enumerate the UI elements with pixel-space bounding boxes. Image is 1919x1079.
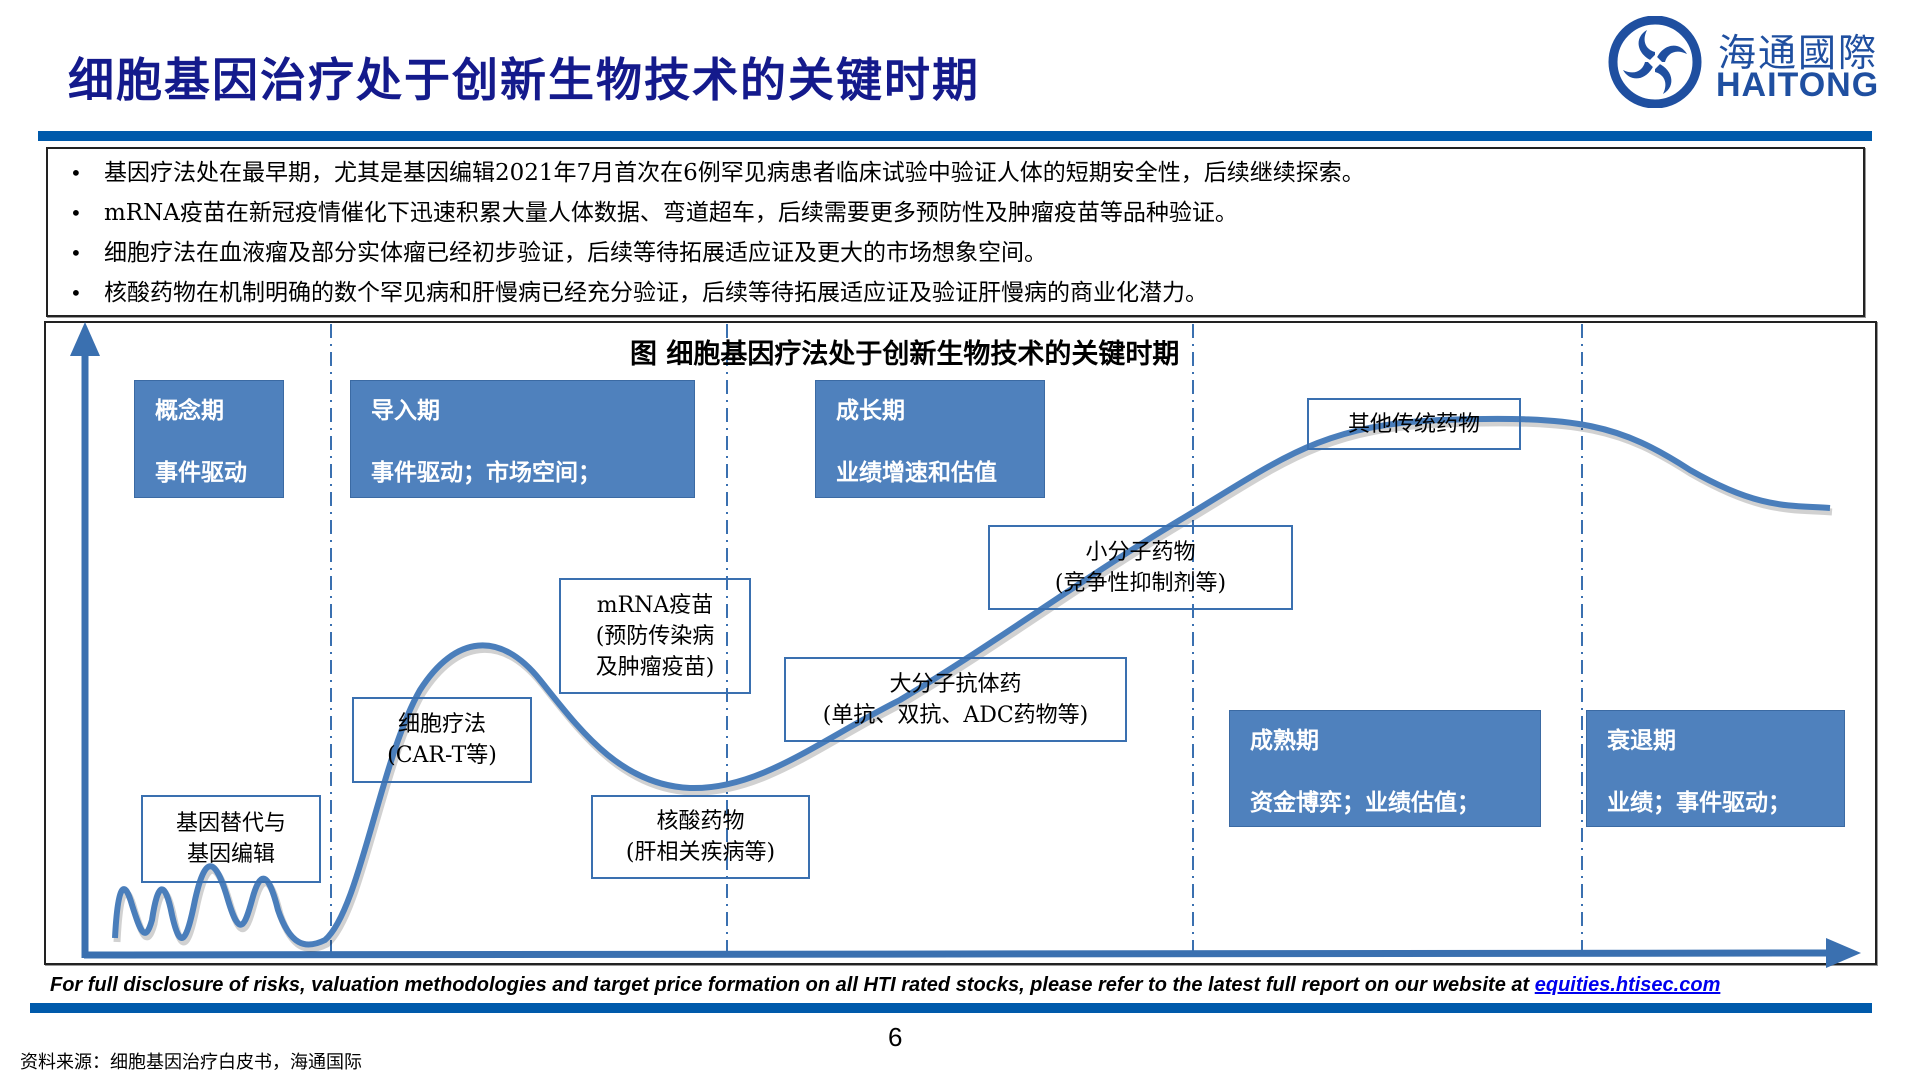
tech-label: 细胞疗法: [397, 712, 486, 737]
phase-box-introduction: 导入期 事件驱动；市场空间；: [350, 380, 695, 498]
phase-box-maturity: 成熟期 资金博弈；业绩估值；: [1229, 710, 1541, 827]
haitong-logo: [1607, 15, 1897, 109]
tech-sublabel: (CAR-T等): [387, 743, 497, 768]
page-title: 细胞基因治疗处于创新生物技术的关键时期: [68, 53, 980, 107]
tech-label: 小分子药物: [1085, 539, 1196, 565]
phase-driver: 业绩；事件驱动；: [1607, 790, 1791, 816]
tech-label: 核酸药物: [656, 809, 745, 834]
key-point-item: 细胞疗法在血液瘤及部分实体瘤已经初步验证，后续等待拓展适应证及更大的市场想象空间…: [48, 233, 1863, 273]
key-point-item: 核酸药物在机制明确的数个罕见病和肝慢病已经充分验证，后续等待拓展适应证及验证肝慢…: [48, 273, 1863, 313]
tech-label: 基因替代与: [175, 811, 286, 836]
tech-sublabel: 基因编辑: [186, 842, 275, 867]
logo-text-en: HAITONG: [1716, 66, 1880, 104]
tech-label: 其他传统药物: [1347, 411, 1480, 437]
phase-driver: 事件驱动: [155, 460, 247, 486]
disclaimer-text: For full disclosure of risks, valuation …: [50, 974, 1535, 996]
tech-label: 大分子抗体药: [889, 671, 1022, 697]
tech-box-mrna-vaccine: mRNA疫苗 (预防传染病 及肿瘤疫苗): [559, 578, 751, 694]
phase-box-concept: 概念期 事件驱动: [134, 380, 284, 498]
tech-sublabel: 及肿瘤疫苗): [595, 654, 715, 680]
haitong-swirl-logo-icon: [1608, 15, 1702, 109]
tech-sublabel: (预防传染病: [595, 623, 715, 649]
phase-driver: 资金博弈；业绩估值；: [1250, 790, 1480, 816]
phase-name: 成长期: [836, 398, 905, 424]
tech-box-large-molecule: 大分子抗体药 (单抗、双抗、ADC药物等): [784, 657, 1127, 742]
phase-driver: 事件驱动；市场空间；: [371, 460, 601, 486]
tech-box-cell-therapy: 细胞疗法 (CAR-T等): [352, 697, 532, 783]
phase-driver: 业绩增速和估值: [836, 460, 997, 486]
key-points-box: 基因疗法处在最早期，尤其是基因编辑2021年7月首次在6例罕见病患者临床试验中验…: [46, 147, 1865, 317]
lifecycle-diagram-frame: [44, 321, 1877, 965]
tech-box-small-molecule: 小分子药物 (竞争性抑制剂等): [988, 525, 1293, 610]
website-link[interactable]: equities.htisec.com: [1534, 974, 1721, 996]
phase-name: 成熟期: [1250, 728, 1319, 754]
tech-sublabel: (单抗、双抗、ADC药物等): [822, 702, 1089, 728]
phase-box-growth: 成长期 业绩增速和估值: [815, 380, 1045, 498]
source-note: 资料来源：细胞基因治疗白皮书，海通国际: [20, 1052, 362, 1073]
phase-name: 概念期: [155, 398, 224, 424]
tech-box-nucleic-acid: 核酸药物 (肝相关疾病等): [591, 795, 810, 879]
logo-text-cn: 海通國際: [1718, 31, 1879, 75]
figure-title: 图 细胞基因疗法处于创新生物技术的关键时期: [630, 339, 1180, 370]
phase-name: 衰退期: [1607, 728, 1676, 754]
phase-name: 导入期: [371, 398, 440, 424]
disclaimer: For full disclosure of risks, valuation …: [50, 974, 1720, 997]
tech-box-gene-editing: 基因替代与 基因编辑: [141, 795, 321, 883]
tech-label: mRNA疫苗: [596, 592, 714, 618]
tech-box-traditional-drugs: 其他传统药物: [1307, 398, 1521, 450]
tech-sublabel: (竞争性抑制剂等): [1054, 570, 1227, 596]
header-divider-bar: [38, 131, 1872, 141]
footer-divider-bar: [30, 1003, 1872, 1013]
tech-sublabel: (肝相关疾病等): [625, 840, 776, 865]
page-number: 6: [888, 1022, 903, 1052]
key-point-item: 基因疗法处在最早期，尤其是基因编辑2021年7月首次在6例罕见病患者临床试验中验…: [48, 153, 1863, 193]
key-points-list: 基因疗法处在最早期，尤其是基因编辑2021年7月首次在6例罕见病患者临床试验中验…: [48, 149, 1863, 313]
phase-box-decline: 衰退期 业绩；事件驱动；: [1586, 710, 1845, 827]
key-point-item: mRNA疫苗在新冠疫情催化下迅速积累大量人体数据、弯道超车，后续需要更多预防性及…: [48, 193, 1863, 233]
